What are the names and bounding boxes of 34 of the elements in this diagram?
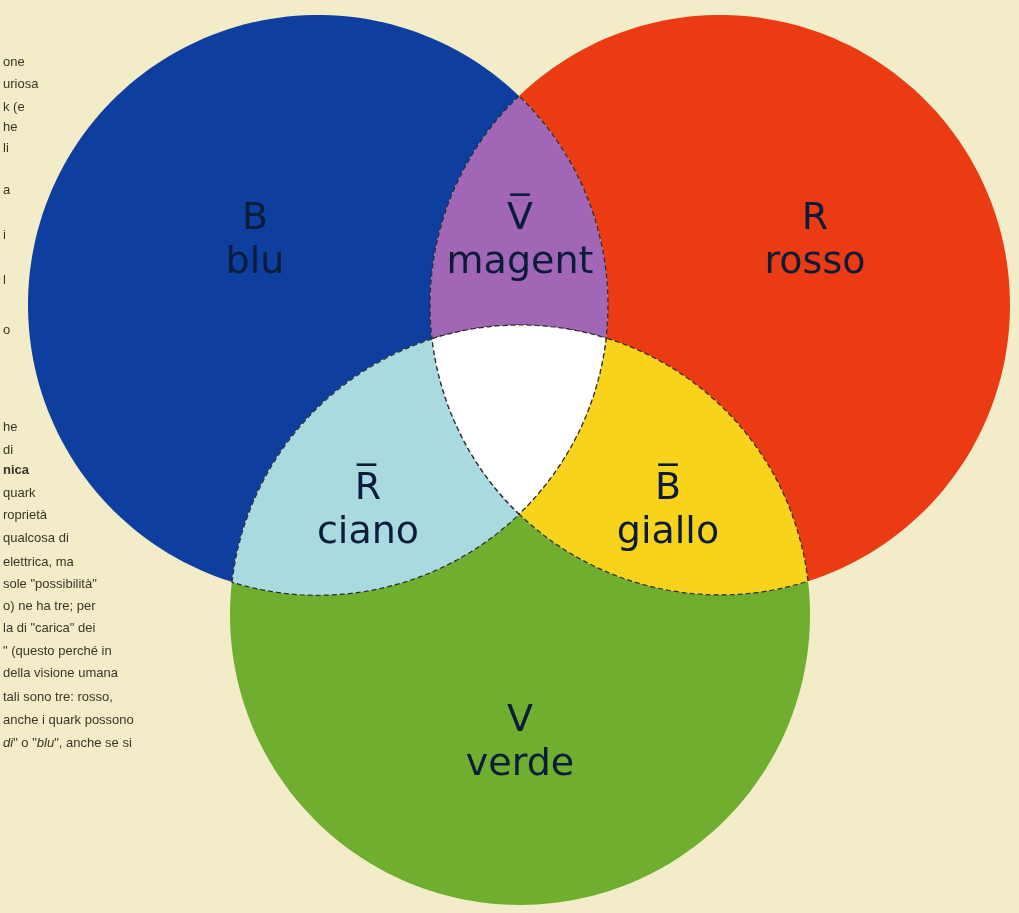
color-symbol: R (801, 197, 829, 235)
text-fragment: l (3, 273, 6, 286)
overlap-region (430, 95, 608, 339)
color-name: blu (225, 241, 285, 279)
color-name: verde (465, 743, 575, 781)
text-fragment: anche i quark possono (3, 713, 134, 726)
color-name: giallo (616, 511, 720, 549)
text-fragment: li (3, 141, 9, 154)
text-fragment: di (3, 443, 14, 456)
text-fragment: della visione umana (3, 666, 118, 679)
text-fragment: o (3, 323, 11, 336)
text-fragment: " (questo perché in (3, 644, 112, 657)
text-fragment: la di "carica" dei (3, 621, 96, 634)
overlap-region (231, 338, 519, 595)
color-symbol: V (507, 699, 533, 737)
text-fragment: sole "possibilità" (3, 577, 97, 590)
overlap-region (519, 338, 809, 595)
text-fragment: tali sono tre: rosso, (3, 690, 113, 703)
color-name: ciano (316, 511, 419, 549)
text-fragment: uriosa (3, 77, 39, 90)
text-fragment: quark (3, 486, 36, 499)
text-fragment: roprietà (3, 508, 48, 521)
color-symbol: B (241, 197, 268, 235)
text-fragment: qualcosa di (3, 531, 69, 544)
text-fragment: elettrica, ma (3, 555, 74, 568)
color-name: rosso (764, 241, 866, 279)
text-fragment: one (3, 55, 25, 68)
color-name: magent (446, 241, 594, 279)
text-fragment: o) ne ha tre; per (3, 599, 96, 612)
text-fragment: i (3, 228, 6, 241)
text-fragment: di" o "blu", anche se si (3, 736, 132, 749)
center-region (431, 325, 607, 515)
text-fragment: a (3, 183, 11, 196)
text-fragment: nica (3, 463, 29, 476)
